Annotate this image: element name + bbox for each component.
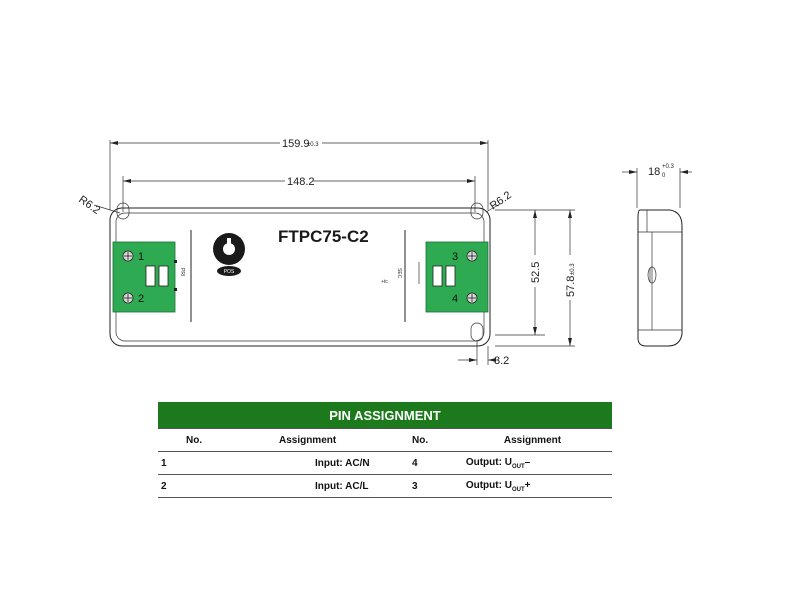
- pot-label: POS: [224, 269, 235, 275]
- dimension-overall-length: 159.9 ±0.3: [109, 138, 489, 210]
- technical-drawing: 159.9 ±0.3 148.2 R6.2 R6.2 1 2: [76, 138, 692, 367]
- tc-label: +tc: [381, 279, 388, 285]
- header-no-b: No.: [411, 428, 460, 452]
- sec-marking: SEC +tc: [381, 230, 420, 322]
- table-title-row: PIN ASSIGNMENT: [158, 402, 612, 429]
- pin-no-cell: 4: [411, 451, 460, 475]
- overall-length-tol: ±0.3: [307, 142, 319, 148]
- housing-side-view: 18 +0.3 0: [622, 164, 692, 347]
- header-assignment-b: Assignment: [459, 428, 612, 452]
- assignment-cell: Input: AC/L: [234, 474, 412, 498]
- model-name: FTPC75-C2: [278, 227, 369, 246]
- table-header-row: No. Assignment No. Assignment: [158, 428, 612, 452]
- offset-label: 3.2: [494, 355, 509, 367]
- assignment-cell: Output: UOUT–: [459, 451, 612, 475]
- terminal-block-output: 3 4: [425, 241, 489, 313]
- table-row: 1 Input: AC/N 4 Output: UOUT–: [158, 451, 612, 475]
- sec-label: SEC: [396, 268, 402, 279]
- header-assignment-a: Assignment: [234, 428, 412, 452]
- pin-1-label: 1: [138, 251, 144, 263]
- dimension-heights: 52.5 57.8 ±0.3: [495, 209, 577, 347]
- height-overall-label: 57.8: [565, 276, 577, 297]
- pin-3-label: 3: [452, 251, 458, 263]
- pin-assignment-table: PIN ASSIGNMENT No. Assignment No. Assign…: [158, 402, 612, 498]
- table-row: 2 Input: AC/L 3 Output: UOUT+: [158, 474, 612, 498]
- side-width-tol-plus: +0.3: [662, 164, 675, 170]
- terminal-block-input: 1 2: [112, 241, 176, 313]
- height-inner-label: 52.5: [530, 262, 542, 283]
- assignment-cell: Output: UOUT+: [459, 474, 612, 498]
- side-width-label: 18: [648, 166, 660, 178]
- dimension-inner-length: 148.2: [122, 176, 476, 212]
- potentiometer-icon: POS: [213, 233, 245, 276]
- header-no-a: No.: [158, 428, 235, 452]
- pri-label: PRI: [179, 268, 185, 276]
- pin-no-cell: 3: [411, 474, 460, 498]
- radius-left-label: R6.2: [76, 194, 102, 217]
- pin-2-label: 2: [138, 293, 144, 305]
- overall-length-label: 159.9: [282, 138, 310, 150]
- inner-length-label: 148.2: [287, 176, 315, 188]
- pin-no-cell: 1: [158, 451, 235, 475]
- dimension-offset: 3.2: [458, 340, 509, 367]
- pin-4-label: 4: [452, 293, 458, 305]
- side-width-tol-minus: 0: [662, 173, 666, 179]
- assignment-cell: Input: AC/N: [234, 451, 412, 475]
- table-title: PIN ASSIGNMENT: [158, 402, 612, 429]
- pri-marking: PRI: [174, 230, 192, 322]
- pin-no-cell: 2: [158, 474, 235, 498]
- height-overall-tol: ±0.3: [570, 263, 576, 275]
